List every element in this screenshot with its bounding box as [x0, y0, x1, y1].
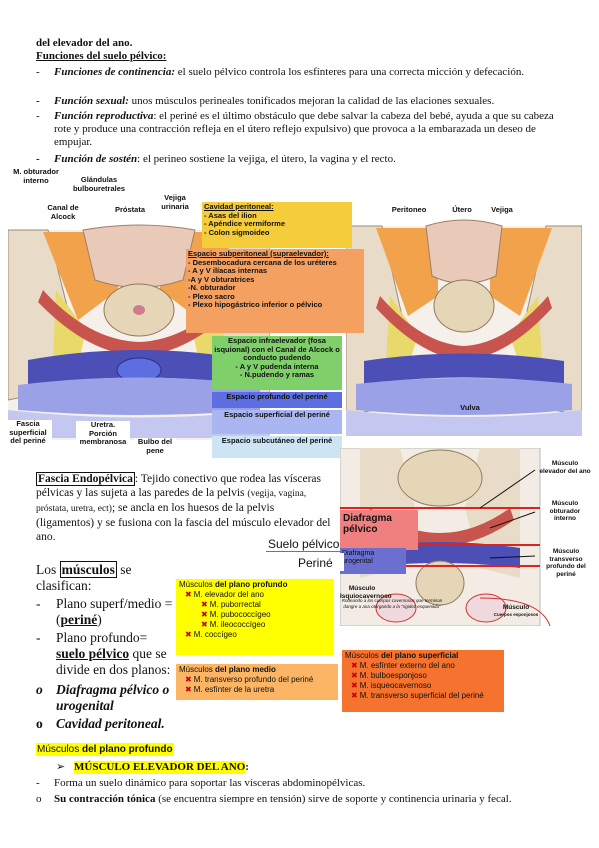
functions-heading: Funciones del suelo pélvico: [36, 50, 167, 62]
label-suelo-pelvico: Suelo pélvico [268, 537, 340, 551]
box-espacio-profundo: Espacio profundo del periné [212, 392, 342, 408]
box-espacio-subcutaneo: Espacio subcutáneo del periné [212, 436, 342, 458]
perine-backdrop [298, 553, 344, 571]
box-espacio-superficial: Espacio superficial del periné [212, 410, 342, 434]
list-item: - Función reproductiva: el periné es el … [36, 110, 554, 148]
elevador-heading: ➢ MÚSCULO ELEVADOR DEL ANO: [56, 761, 249, 774]
female-pelvis-illustration [346, 219, 582, 436]
label-musculo-transverso: Músculo transverso profundo del periné [546, 548, 586, 578]
label-vejiga: Vejiga [491, 205, 513, 214]
musculos-subitem: o Cavidad peritoneal. [36, 716, 165, 731]
isquio-note: Rodeando a los cuerpos cavernosos que te… [341, 598, 443, 609]
musculos-item: - Plano superf/medio = (periné) [36, 596, 173, 627]
box-plano-profundo: Músculos del plano profundo ✖M. elevador… [176, 579, 334, 655]
box-plano-superficial: Músculos del plano superficial ✖M. esfín… [342, 650, 504, 712]
fascia-paragraph: Fascia Endopélvica: Tejido conectivo que… [36, 472, 331, 543]
label-diafragma-urogenital: Diafragma urogenital [340, 548, 406, 574]
label-perine: Periné [298, 556, 333, 570]
list-item: o Su contracción tónica (se encuentra si… [36, 793, 512, 805]
label-canal-alcock: Canal de Alcock [47, 203, 79, 221]
box-espacio-subperitoneal: Espacio subperitoneal (supraelevador): -… [186, 249, 364, 333]
box-cavidad-peritoneal: Cavidad peritoneal: - Asas del ilion - A… [202, 202, 352, 248]
list-item: - Funciones de continencia: el suelo pél… [36, 66, 525, 78]
label-vulva: Vulva [460, 403, 480, 412]
suelo-divider [266, 551, 340, 552]
label-musculo-elevador: Músculo elevador del ano [539, 460, 591, 475]
label-prostata: Próstata [114, 205, 145, 214]
label-uretra: Uretra. Porción membranosa [76, 420, 130, 447]
label-isquiocavernoso: Músculo Isquiocavernoso [340, 585, 392, 600]
label-diafragma-pelvico: Diafragma pélvico [340, 510, 418, 550]
continuation-line: del elevador del ano. [36, 37, 133, 49]
highlight-plano-profundo: Músculos del plano profundo [36, 743, 174, 756]
list-item: - Función sexual: unos músculos perineal… [36, 95, 495, 107]
label-fascia-superficial: Fascia superficial del periné [4, 419, 52, 446]
label-utero: Útero [452, 205, 472, 214]
label-glandulas: Glándulas bulbouretrales [72, 175, 126, 193]
label-vejiga-urinaria: Vejiga urinaria [161, 193, 189, 211]
list-item: - Forma un suelo dinámico para soportar … [36, 777, 366, 789]
label-peritoneo: Peritoneo [391, 205, 427, 214]
label-obturador: M. obturador interno [13, 167, 59, 185]
musculos-intro: Los músculos se clasifican: [36, 561, 132, 593]
label-musculo-obturador: Músculo obturador interno [549, 500, 581, 522]
musculos-subitem: o Diafragma pélvico o urogenital [36, 682, 170, 713]
musculos-item: - Plano profundo= suelo pélvico que se d… [36, 630, 171, 677]
label-musculo: Músculo Cuerpos esponjosos [493, 604, 539, 617]
label-bulbo-pene: Bulbo del pene [134, 437, 176, 455]
box-espacio-infraelevador: Espacio infraelevador (fosa isquional) c… [212, 336, 342, 390]
box-plano-medio: Músculos del plano medio ✖M. transverso … [176, 664, 338, 700]
list-item: - Función de sostén: el perineo sostiene… [36, 153, 396, 165]
